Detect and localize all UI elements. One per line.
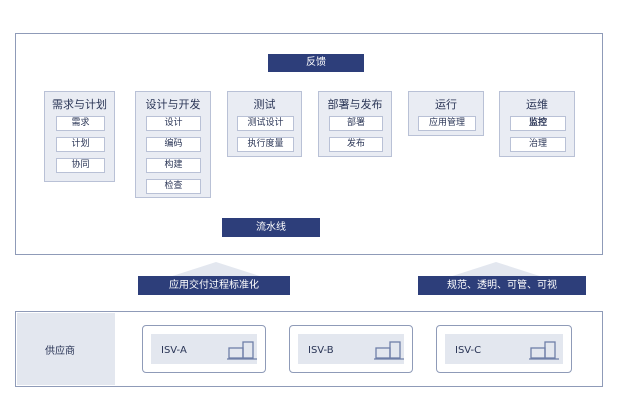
stage-item: 检查	[146, 179, 201, 194]
vendor-label-text: 供应商	[45, 345, 75, 357]
stage-ops: 运维 监控 治理	[499, 91, 575, 157]
stage-run: 运行 应用管理	[408, 91, 484, 136]
workstation-icon	[374, 341, 404, 360]
stage-item: 计划	[56, 137, 105, 152]
vendor-card-isv-b: ISV-B	[289, 325, 413, 373]
stage-item: 部署	[329, 116, 383, 131]
stage-item: 构建	[146, 158, 201, 173]
stage-item: 编码	[146, 137, 201, 152]
pipeline-label: 流水线	[222, 218, 320, 237]
vendor-label: 供应商	[17, 313, 115, 385]
workstation-icon	[227, 341, 257, 360]
stage-deploy-release: 部署与发布 部署 发布	[318, 91, 392, 157]
stage-item: 应用管理	[418, 116, 476, 131]
feedback-label: 反馈	[268, 54, 364, 72]
stage-item: 设计	[146, 116, 201, 131]
stage-item: 测试设计	[237, 116, 294, 131]
vendor-card-isv-c: ISV-C	[436, 325, 572, 373]
vendor-name: ISV-C	[455, 345, 482, 356]
stage-testing: 测试 测试设计 执行度量	[227, 91, 302, 157]
workstation-icon	[529, 341, 559, 360]
stage-item: 发布	[329, 137, 383, 152]
vendor-name: ISV-A	[161, 345, 187, 356]
stage-title: 需求与计划	[52, 98, 107, 111]
stage-title: 部署与发布	[327, 98, 383, 111]
stage-item: 需求	[56, 116, 105, 131]
stage-title: 运维	[526, 98, 548, 111]
stage-title: 设计与开发	[145, 98, 201, 111]
stage-item: 执行度量	[237, 137, 294, 152]
vendor-name: ISV-B	[308, 345, 334, 356]
stage-item: 协同	[56, 158, 105, 173]
governance-banner: 规范、透明、可管、可视	[418, 276, 586, 295]
stage-design-dev: 设计与开发 设计 编码 构建 检查	[135, 91, 211, 198]
stage-item: 监控	[510, 116, 566, 131]
stage-title: 测试	[253, 98, 276, 111]
vendor-card-isv-a: ISV-A	[142, 325, 266, 373]
standardization-banner: 应用交付过程标准化	[138, 276, 290, 295]
stage-requirements: 需求与计划 需求 计划 协同	[44, 91, 115, 182]
stage-title: 运行	[435, 98, 457, 111]
stage-item: 治理	[510, 137, 566, 152]
